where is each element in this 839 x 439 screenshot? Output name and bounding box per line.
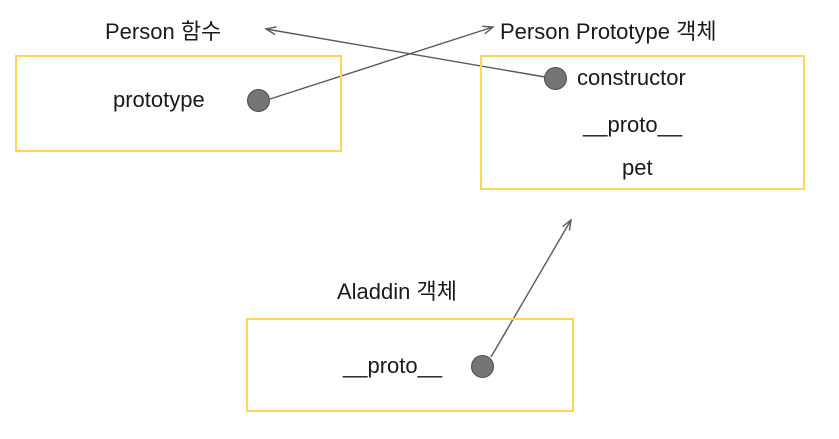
- person-prototype-row-proto: __proto__: [583, 112, 683, 137]
- aladdin-object-title: Aladdin 객체: [337, 279, 457, 304]
- person-function-title: Person 함수: [105, 19, 222, 44]
- constructor-dot-icon: [544, 67, 567, 90]
- person-prototype-row-constructor: constructor: [577, 65, 686, 90]
- person-prototype-row-pet: pet: [622, 155, 653, 180]
- aladdin-object-box: [246, 318, 574, 412]
- prototype-dot-icon: [247, 89, 270, 112]
- person-prototype-title: Person Prototype 객체: [500, 19, 717, 44]
- person-prototype-box: [480, 55, 805, 190]
- aladdin-object-row-proto: __proto__: [343, 353, 443, 378]
- person-function-box: [15, 55, 342, 152]
- aladdin-proto-dot-icon: [471, 355, 494, 378]
- person-function-row-prototype: prototype: [113, 87, 205, 112]
